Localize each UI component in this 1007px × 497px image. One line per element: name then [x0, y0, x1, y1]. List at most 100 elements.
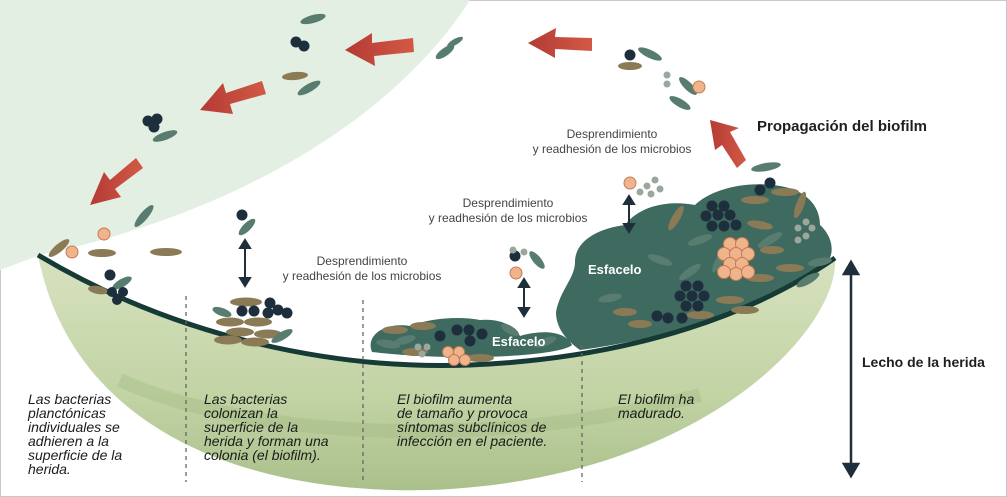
detachment-label: Desprendimientoy readhesión de los micro… — [262, 254, 462, 284]
coccus-grey — [424, 344, 431, 351]
coccus-orange — [66, 246, 78, 258]
coccus — [435, 331, 446, 342]
rod-bacterium — [776, 264, 804, 272]
rod-bacterium — [410, 322, 436, 330]
arrow-icon — [710, 120, 746, 168]
coccus — [693, 301, 704, 312]
coccus — [465, 336, 476, 347]
coccus — [713, 210, 724, 221]
coccus-grey — [510, 247, 517, 254]
coccus-grey — [809, 225, 816, 232]
coccus-grey — [419, 351, 426, 358]
wound-bed-label: Lecho de la herida — [862, 354, 985, 370]
coccus-orange — [742, 266, 755, 279]
stage-2-description: Las bacteriascolonizan lasuperficie de l… — [204, 392, 329, 462]
coccus — [707, 201, 718, 212]
rod-bacterium — [741, 196, 769, 204]
coccus-orange — [624, 177, 636, 189]
rod-bacterium — [230, 298, 262, 307]
rod-bacterium — [716, 296, 744, 304]
rod-bacterium — [241, 338, 269, 347]
coccus — [677, 313, 688, 324]
coccus — [701, 211, 712, 222]
coccus-grey — [803, 219, 810, 226]
coccus-grey — [521, 249, 528, 256]
slough-label: Esfacelo — [492, 334, 545, 349]
rod-bacterium — [771, 188, 799, 196]
rod-bacterium — [760, 246, 784, 254]
coccus — [249, 306, 260, 317]
coccus — [477, 329, 488, 340]
coccus-grey — [664, 81, 671, 88]
coccus — [263, 308, 274, 319]
detachment-label: Desprendimientoy readhesión de los micro… — [408, 196, 608, 226]
coccus — [299, 41, 310, 52]
coccus — [719, 221, 730, 232]
coccus — [282, 308, 293, 319]
coccus-grey — [652, 177, 659, 184]
coccus-orange — [510, 267, 522, 279]
coccus — [452, 325, 463, 336]
coccus-grey — [803, 233, 810, 240]
coccus — [731, 220, 742, 231]
coccus-orange — [693, 81, 705, 93]
rod-bacterium — [527, 249, 547, 271]
rod-bacterium — [628, 320, 652, 328]
coccus-orange — [730, 268, 743, 281]
coccus — [765, 178, 776, 189]
rod-bacterium — [382, 326, 408, 334]
coccus-grey — [415, 344, 422, 351]
rod-bacterium — [446, 35, 465, 49]
coccus — [663, 313, 674, 324]
coccus — [699, 291, 710, 302]
slough-label: Esfacelo — [588, 262, 641, 277]
rod-bacterium — [668, 94, 693, 113]
coccus — [693, 281, 704, 292]
coccus-orange — [98, 228, 110, 240]
rod-bacterium — [214, 336, 242, 345]
coccus — [112, 295, 122, 305]
coccus — [687, 291, 698, 302]
coccus-orange — [460, 355, 471, 366]
coccus — [725, 210, 736, 221]
coccus-grey — [795, 237, 802, 244]
coccus-grey — [648, 191, 655, 198]
coccus-grey — [644, 183, 651, 190]
coccus-orange — [718, 266, 731, 279]
rod-bacterium — [686, 311, 714, 319]
coccus — [707, 221, 718, 232]
rod-bacterium — [88, 249, 116, 257]
rod-bacterium — [150, 248, 182, 256]
rod-bacterium — [618, 62, 642, 70]
rod-bacterium — [731, 306, 759, 314]
coccus-grey — [637, 189, 644, 196]
coccus-grey — [657, 186, 664, 193]
coccus — [464, 325, 475, 336]
coccus-grey — [664, 72, 671, 79]
coccus — [105, 270, 116, 281]
coccus — [237, 306, 248, 317]
coccus — [755, 185, 766, 196]
wound-depth-arrow — [844, 262, 858, 476]
coccus-orange — [449, 355, 460, 366]
rod-bacterium — [211, 305, 233, 319]
coccus — [149, 122, 160, 133]
rod-bacterium — [637, 45, 664, 63]
coccus — [675, 291, 686, 302]
coccus — [625, 50, 636, 61]
rod-bacterium — [613, 308, 637, 316]
diagram-title: Propagación del biofilm — [757, 118, 927, 135]
coccus — [237, 210, 248, 221]
coccus — [681, 301, 692, 312]
rod-bacterium — [216, 318, 244, 327]
coccus — [118, 287, 128, 297]
coccus-grey — [795, 225, 802, 232]
rod-bacterium — [244, 318, 272, 327]
coccus — [681, 281, 692, 292]
coccus — [719, 201, 730, 212]
